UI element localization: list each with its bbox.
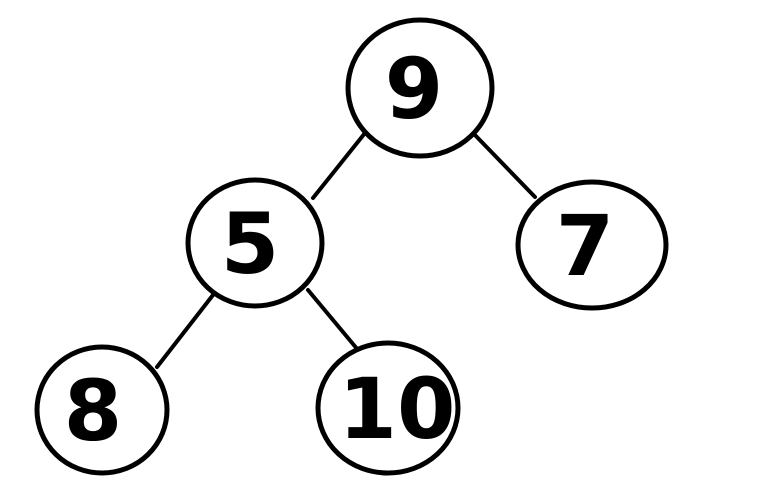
- tree-node-circle-8: [34, 344, 170, 476]
- tree-node-circle-10: [315, 340, 461, 476]
- tree-node-7: 7: [515, 179, 669, 311]
- tree-edge-9-7: [471, 131, 537, 199]
- tree-node-8: 8: [34, 344, 170, 476]
- tree-node-label-9: 9: [385, 40, 443, 138]
- tree-node-circle-7: [515, 179, 669, 311]
- tree-node-circle-9: [345, 17, 495, 159]
- tree-node-label-7: 7: [556, 197, 614, 295]
- tree-node-10: 10: [315, 340, 461, 476]
- tree-node-label-8: 8: [64, 362, 122, 460]
- tree-node-9: 9: [345, 17, 495, 159]
- tree-node-circle-5: [185, 177, 325, 309]
- tree-node-label-10: 10: [339, 360, 456, 458]
- tree-edge-5-10: [306, 288, 360, 352]
- tree-edge-9-5: [311, 131, 367, 200]
- tree-node-label-5: 5: [221, 195, 279, 293]
- tree-node-5: 5: [185, 177, 325, 309]
- tree-edge-5-8: [155, 293, 215, 369]
